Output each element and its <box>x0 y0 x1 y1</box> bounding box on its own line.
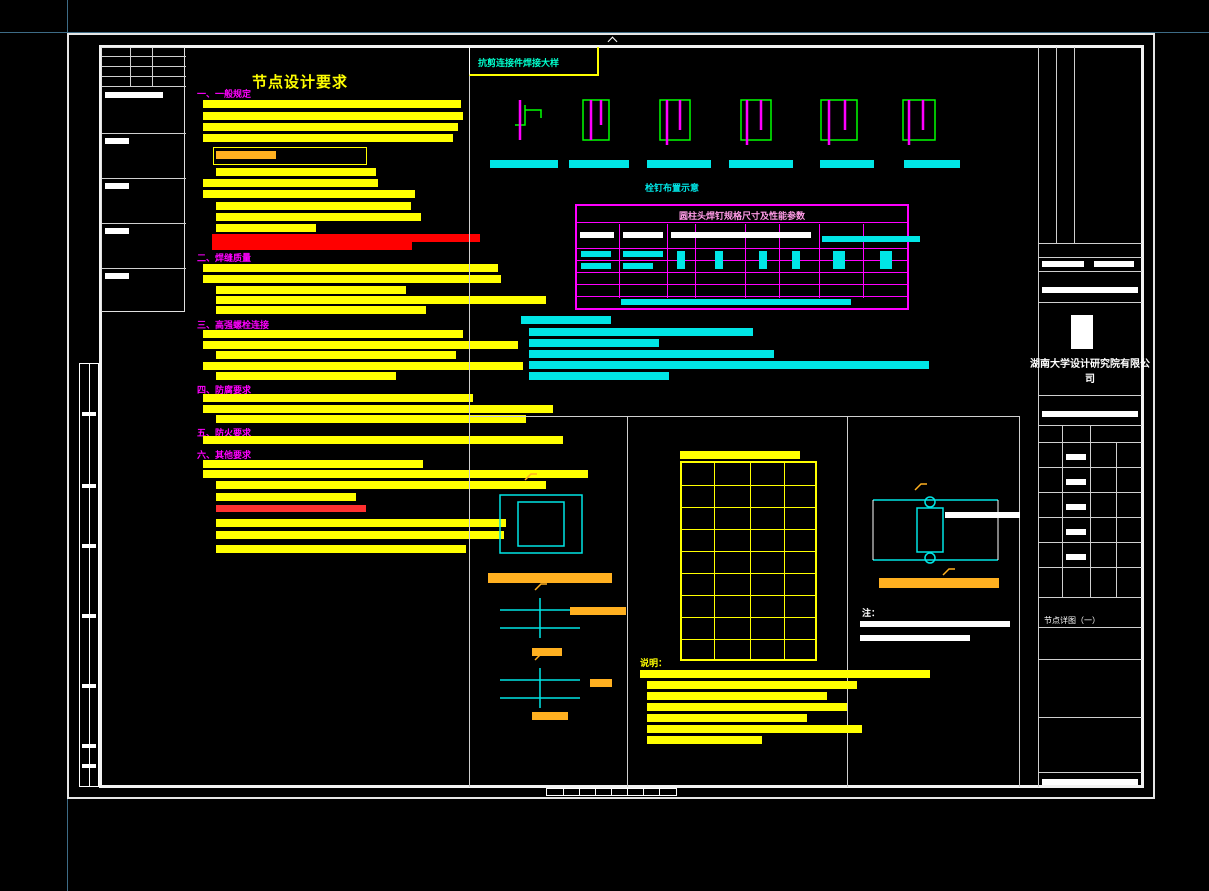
drawing-outer-frame <box>67 33 1155 799</box>
note-line <box>216 531 504 539</box>
company-name: 湖南大学设计研究院有限公司 <box>1030 359 1150 385</box>
note-line <box>203 179 378 187</box>
detail-caption <box>569 160 629 168</box>
detail-caption <box>490 160 558 168</box>
note-line-warning <box>216 505 366 512</box>
weld-detail-drawings <box>499 473 583 708</box>
note-line <box>216 306 426 314</box>
section-heading-5: 五、防火要求 <box>197 429 252 439</box>
note-line <box>203 394 473 402</box>
panel-divider <box>627 416 628 787</box>
note-line <box>203 264 498 272</box>
note-line <box>203 362 523 370</box>
section-heading-6: 六、其他要求 <box>197 451 252 461</box>
panel-divider <box>847 416 848 787</box>
note-line <box>203 134 453 142</box>
note-line-warning <box>212 234 480 242</box>
stud-length-table <box>680 461 817 661</box>
note-line <box>529 372 669 380</box>
section-heading-4: 四、防腐要求 <box>197 386 252 396</box>
note-line <box>216 224 316 232</box>
note-line <box>216 351 456 359</box>
note-line <box>640 670 930 678</box>
note-line <box>216 168 376 176</box>
detail-caption <box>820 160 874 168</box>
right-notes-label: 注： <box>862 609 881 619</box>
note-line <box>529 350 774 358</box>
note-line <box>216 213 421 221</box>
note-line <box>203 436 563 444</box>
note-line <box>216 372 396 380</box>
detail-caption <box>879 578 999 588</box>
panel-divider <box>469 47 470 787</box>
detail-caption <box>647 160 711 168</box>
beam-stud-detail <box>872 483 999 576</box>
panel-divider <box>469 416 1019 417</box>
detail-caption <box>488 573 612 583</box>
note-line <box>216 286 406 294</box>
company-logo <box>1071 315 1093 349</box>
note-line <box>521 316 611 324</box>
note-line <box>203 330 463 338</box>
title-block: 湖南大学设计研究院有限公司 节点详图（一） <box>1030 47 1150 787</box>
note-line <box>860 621 1010 627</box>
note-line <box>647 692 827 700</box>
note-line <box>529 361 929 369</box>
note-line <box>529 339 659 347</box>
note-line <box>647 681 857 689</box>
note-line <box>216 415 526 423</box>
note-line <box>203 460 423 468</box>
drawing-inner-frame[interactable] <box>99 45 1144 788</box>
note-line <box>529 328 753 336</box>
note-line <box>216 493 356 501</box>
cursor-crosshair-horizontal <box>0 32 1209 33</box>
section-heading-2: 二、焊缝质量 <box>197 254 252 264</box>
detail-caption <box>729 160 793 168</box>
note-line <box>647 736 762 744</box>
note-line <box>860 635 970 641</box>
note-line-warning <box>212 242 412 250</box>
note-line <box>216 296 546 304</box>
note-line <box>203 405 553 413</box>
revision-table <box>101 47 186 312</box>
detail-caption <box>532 648 562 656</box>
note-line <box>203 190 415 198</box>
inline-table-small <box>213 147 367 165</box>
note-line <box>945 512 1020 518</box>
notes-label: 说明： <box>640 659 668 669</box>
sheet-label: 节点详图（一） <box>1044 616 1100 625</box>
panel-divider <box>1019 416 1020 787</box>
stud-spec-table: 圆柱头焊钉规格尺寸及性能参数 <box>575 204 920 310</box>
detail-caption <box>904 160 960 168</box>
stud-connector-details <box>515 99 936 145</box>
note-line <box>216 545 466 553</box>
detail-header-box: 抗剪连接件焊接大样 <box>469 47 599 76</box>
note-line <box>203 123 458 131</box>
detail-caption <box>532 712 568 720</box>
detail-header-label: 抗剪连接件焊接大样 <box>478 59 560 69</box>
detail-caption <box>590 679 612 687</box>
binding-strip <box>79 363 99 787</box>
note-line <box>203 341 518 349</box>
section-heading-3: 三、高强螺栓连接 <box>197 321 270 331</box>
note-line <box>203 275 501 283</box>
connector-details-caption: 栓钉布置示意 <box>645 184 700 194</box>
note-line <box>647 703 847 711</box>
note-line <box>647 714 807 722</box>
note-line <box>216 519 506 527</box>
note-line <box>647 725 862 733</box>
note-line <box>216 202 411 210</box>
scale-bar <box>546 788 677 796</box>
note-line <box>203 470 588 478</box>
note-line <box>203 112 463 120</box>
drawing-main-title: 节点设计要求 <box>252 73 349 91</box>
note-line <box>203 100 461 108</box>
length-table-title <box>680 451 800 459</box>
section-heading-1: 一、一般规定 <box>197 90 252 100</box>
note-line <box>216 481 546 489</box>
stud-spec-table-title: 圆柱头焊钉规格尺寸及性能参数 <box>678 212 805 222</box>
detail-caption <box>570 607 626 615</box>
